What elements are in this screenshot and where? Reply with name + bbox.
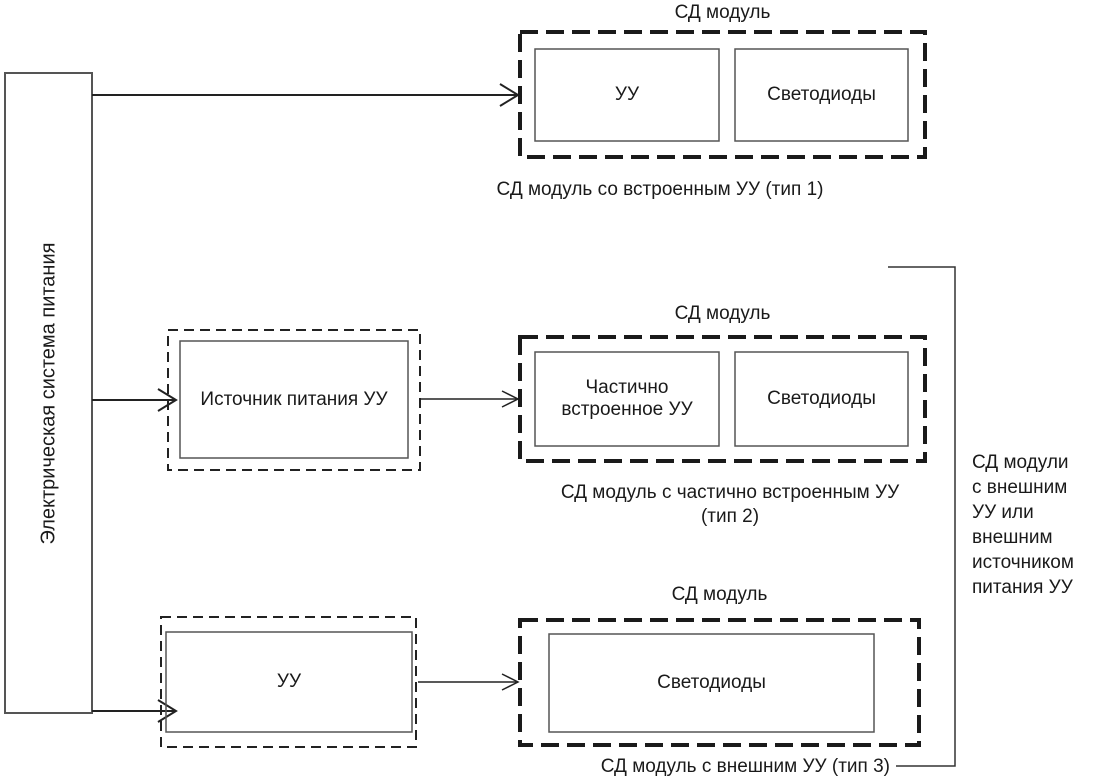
- power-system-box: [4, 72, 93, 714]
- module-type1-block-leds: [734, 48, 909, 142]
- external-psu-frame: [167, 329, 421, 471]
- module-type3-caption: СД модуль с внешним УУ (тип 3): [600, 756, 890, 777]
- module-type2-frame: [518, 335, 927, 463]
- module-type3-block-leds: [548, 633, 875, 733]
- bracket-note-line: УУ или: [972, 502, 1034, 523]
- module-type1-frame: [518, 30, 927, 159]
- bracket-note: СД модули с внешним УУ или внешним источ…: [972, 450, 1074, 600]
- bracket-note-line: внешним: [972, 527, 1053, 548]
- module-type1-uu-label: УУ: [614, 84, 640, 105]
- arrowhead-icon: [157, 699, 178, 723]
- module-type3-frame: [518, 618, 921, 747]
- bracket-note-line: с внешним: [972, 477, 1068, 498]
- external-uu-frame: [160, 616, 417, 748]
- module-type1-caption: СД модуль со встроенным УУ (тип 1): [496, 179, 824, 200]
- module-type3-leds-label: Светодиоды: [657, 672, 766, 693]
- module-type2-partial-uu-label: Частично встроенное УУ: [561, 377, 693, 420]
- external-uu-label: УУ: [276, 671, 302, 692]
- power-system-label-wrap: Электрическая система питания: [5, 73, 92, 713]
- arrowhead-icon: [157, 388, 178, 412]
- module-type3-title: СД модуль: [671, 584, 768, 605]
- external-psu-block: [179, 340, 409, 459]
- module-type2-title: СД модуль: [674, 303, 771, 324]
- bracket-note-line: питания УУ: [972, 577, 1073, 598]
- module-type2-caption-line2: (тип 2): [700, 506, 760, 527]
- power-system-label: Электрическая система питания: [37, 242, 60, 544]
- external-psu-label: Источник питания УУ: [200, 388, 388, 410]
- grouping-bracket: [888, 266, 956, 767]
- module-type1-block-uu: [534, 48, 720, 142]
- external-uu-block: [165, 631, 413, 733]
- module-type2-leds-label: Светодиоды: [767, 388, 876, 409]
- module-type2-caption-line1: СД модуль с частично встроенным УУ: [560, 482, 900, 503]
- arrowhead-icon: [501, 673, 520, 691]
- module-type1-title: СД модуль: [674, 2, 771, 23]
- module-type2-block-partial-uu: [534, 351, 720, 447]
- module-type2-block-leds: [734, 351, 909, 447]
- bracket-note-line: источником: [972, 552, 1074, 573]
- bracket-note-line: СД модули: [972, 452, 1069, 473]
- module-type1-leds-label: Светодиоды: [767, 84, 876, 105]
